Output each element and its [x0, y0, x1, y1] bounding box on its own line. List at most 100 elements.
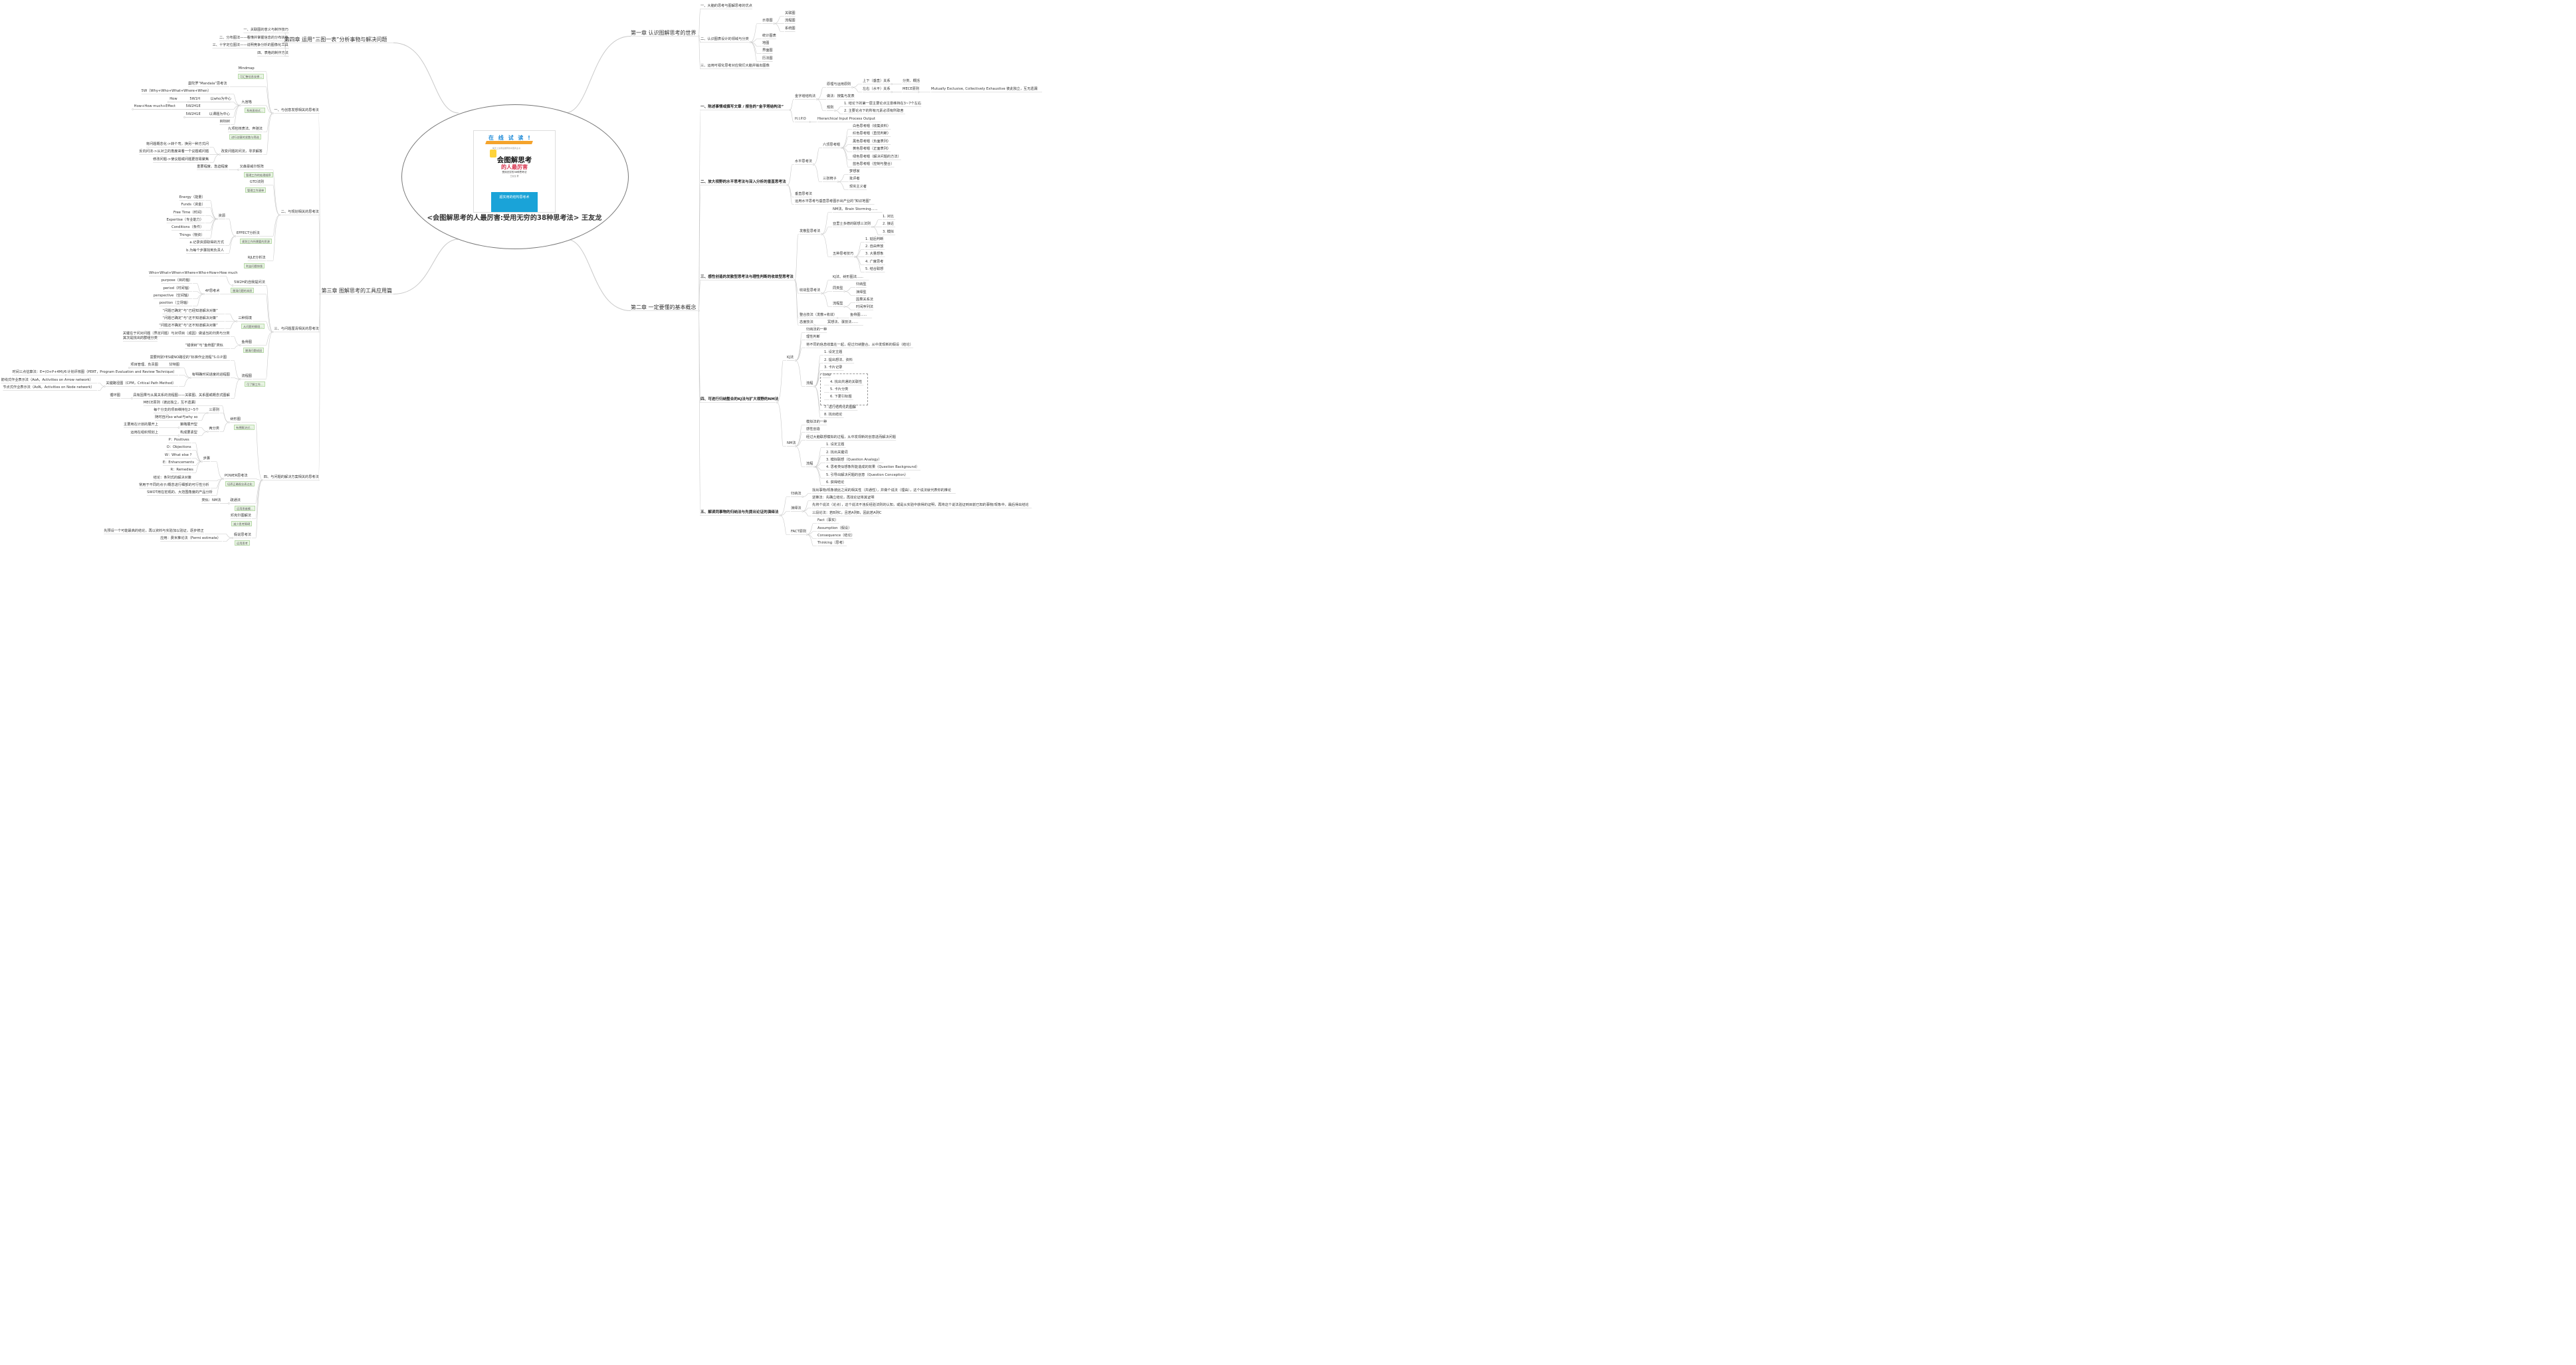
node-c3-4a3b[interactable]: 构成要素型 [180, 431, 197, 435]
node-s2a1b[interactable]: 红色思考帽（直觉判断） [853, 132, 891, 136]
node-c3-1c2[interactable]: How [169, 97, 177, 102]
node-c3-4b[interactable]: POWER思考法 [224, 474, 248, 478]
node-s1b1[interactable]: Hierarchical Input Process Output [817, 117, 875, 122]
junction-c3_2c[interactable] [234, 235, 237, 237]
node-s4[interactable]: 四、可进行归纳整合的KJ法与扩大视野的NM法 [700, 397, 779, 401]
junction-s5c[interactable] [805, 534, 808, 536]
junction-s3[interactable] [794, 279, 796, 281]
node-c3-4b3[interactable]: 常用于不同的点子/概念进行细部的可行性分析 [139, 483, 209, 488]
node-c3-4c1[interactable]: 类似：NM法 [201, 498, 221, 503]
node-c3-1[interactable]: 一、与创意发想相关的思考法 [274, 108, 319, 113]
node-c3-4e1[interactable]: 先预设一个可能最高的结论，再以资料与实验加以验证，逐步修正 [104, 529, 204, 534]
node-s4a4f[interactable]: 6. 下更引标题 [830, 395, 852, 399]
node-s5c1[interactable]: Fact（事实） [817, 518, 839, 523]
node-c3-4a3a[interactable]: 策略展开型 [180, 423, 197, 427]
node-c3-1e2[interactable]: 反向问法->从对立的角度来看一个议题或问题 [139, 150, 209, 154]
node-s2a1a[interactable]: 白色思考帽（收集资料） [853, 124, 891, 129]
node-s2a1f[interactable]: 蓝色思考帽（控制与整合） [853, 162, 895, 167]
junction-s2a1[interactable] [840, 147, 843, 149]
node-c3-1c3a[interactable]: 5W2H1E [185, 104, 201, 109]
node-c3-4d[interactable]: 邓克尔图解法 [230, 514, 251, 518]
node-c3-3b2[interactable]: period（时间轴） [163, 286, 191, 291]
node-c1[interactable]: 第一章 认识图解思考的世界 [631, 29, 697, 36]
node-c3-3a1[interactable]: Who+What+When+Where+Who+How+How much [149, 271, 238, 276]
node-s3a3d[interactable]: 4. 广度思考 [865, 260, 884, 264]
junction-c3_3e2[interactable] [189, 377, 192, 379]
node-c1-2e[interactable]: 历法图 [762, 56, 773, 61]
junction-s4a[interactable] [794, 360, 797, 362]
junction-c3_4[interactable] [261, 479, 264, 481]
node-s5c[interactable]: FACT原则 [791, 530, 807, 534]
node-s1a1b1[interactable]: MECE原则 [903, 87, 920, 92]
junction-s2[interactable] [786, 184, 789, 186]
node-c3-4a2b[interactable]: 随时自问so what与why so [155, 415, 198, 420]
node-s3a3[interactable]: 五种思考技巧 [833, 252, 854, 257]
junction-s1a1[interactable] [851, 86, 853, 88]
node-s2a2a[interactable]: 梦想家 [849, 169, 860, 174]
node-s2a2b[interactable]: 批评者 [849, 177, 860, 181]
node-s4b[interactable]: NM法 [787, 441, 796, 446]
node-s2a1e[interactable]: 绿色思考帽（解决问题的方法） [853, 155, 901, 159]
node-c3-4b4[interactable]: SWOT用在宏观的、大范围角度的产品分析 [147, 490, 213, 495]
junction-c3_2[interactable] [278, 214, 281, 216]
junction-c3_1c3[interactable] [132, 108, 134, 110]
junction-c3_1c2a[interactable] [187, 101, 189, 103]
node-c3-2c1d[interactable]: Expertise（专业能力） [166, 218, 204, 223]
junction-s5b[interactable] [802, 510, 804, 512]
node-s4a4[interactable]: 流程 [806, 381, 813, 386]
node-s3b2[interactable]: 同类型 [833, 286, 843, 291]
junction-s4b[interactable] [794, 445, 797, 447]
node-c3-3e2c1[interactable]: 箭线式作业表示法（AoA，Activities on Arrow network… [1, 378, 93, 383]
junction-s4[interactable] [776, 401, 778, 403]
junction-s2a[interactable] [812, 163, 815, 165]
node-c3-3e3[interactable]: 具有因果与从属关系的流程图——关联图、关系图或概念式图解 [133, 393, 230, 398]
node-s3[interactable]: 三、感性创造的发散型思考法与理性判断的收敛型思考法 [700, 274, 794, 279]
junction-c3_4c[interactable] [228, 502, 230, 504]
node-s4b4b[interactable]: 2. 找出关键词 [826, 451, 848, 455]
junction-s3b2[interactable] [843, 290, 845, 292]
node-c3-2c1e[interactable]: Conditions（条件） [171, 225, 204, 230]
node-c3-1e[interactable]: 改变问题的问法，寻求解答 [221, 150, 263, 154]
node-s4b2[interactable]: 感性创造 [806, 427, 820, 432]
node-s3c1[interactable]: 鱼骨图...... [850, 313, 867, 318]
node-s3a[interactable]: 发散型思考法 [800, 229, 821, 234]
node-s4a4h[interactable]: 8. 找出结论 [824, 413, 843, 417]
node-c3-4a3[interactable]: 两分类 [209, 427, 219, 431]
node-s5b3[interactable]: 三段论法：若B则C，且若A则B，因此若A则C [812, 511, 882, 516]
junction-s3a2[interactable] [871, 226, 873, 228]
node-c1-2d[interactable]: 界面图 [762, 49, 773, 53]
node-c3-2b[interactable]: GTD法则 [249, 180, 265, 185]
node-s4a1[interactable]: 归纳法的一种 [806, 328, 827, 332]
node-s4a4d[interactable]: 4. 找出共通的关联性 [830, 380, 863, 385]
node-s3b3b[interactable]: 时间序列法 [856, 305, 873, 310]
node-c3-1c2a[interactable]: 5W1H [189, 97, 200, 102]
node-s3d[interactable]: 态度技法 [800, 320, 813, 325]
junction-c3_4a2[interactable] [207, 412, 209, 414]
node-c3-3e3a[interactable]: 循环图 [110, 393, 120, 398]
node-c3-3b4[interactable]: position（立场轴） [159, 301, 191, 306]
junction-c3_2a[interactable] [237, 169, 239, 171]
node-c3-3d1[interactable]: 关键在于问对问题（界定问题）与对项目（成因）做适当的归类与分类 [122, 332, 230, 336]
node-s4b4d[interactable]: 4. 思考类似想象所能造成的效果（Question Background） [826, 465, 920, 470]
node-c3-3d1b[interactable]: 其次是找出的群组分类 [123, 336, 158, 341]
node-c3-2c3[interactable]: b.为每个步骤找到负责人 [186, 249, 224, 253]
node-s1a1b2[interactable]: Mutually Exclusive, Collectively Exhaust… [931, 87, 1037, 92]
node-c3-1e3[interactable]: 修改问题->使议题或问题更容易聚焦 [153, 158, 209, 162]
node-c3-3d[interactable]: 鱼骨图 [241, 340, 252, 345]
node-s5a1[interactable]: 找出事物/现象彼此之间的相关性（共通性），并做个说法（理由），这个说法就代表你的… [812, 488, 952, 493]
node-s4b4a[interactable]: 1. 设定主题 [826, 443, 845, 447]
node-c3-4b1a[interactable]: P：Positives [168, 438, 189, 443]
node-c3-3e2c[interactable]: 关键路径图（CPM，Critical Path Method） [106, 381, 176, 386]
junction-c3_4b[interactable] [222, 478, 225, 480]
node-s2a1d[interactable]: 黄色思考帽（正面表列） [853, 147, 891, 152]
junction-c3_3[interactable] [272, 331, 274, 333]
node-s3a3a[interactable]: 1. 延后判断 [865, 237, 884, 242]
junction-c3_1e[interactable] [219, 154, 221, 156]
junction-c1[interactable] [698, 35, 700, 37]
node-s4a3[interactable]: 将不同的信息收集在一起，经过归纳整合，从中发现新的假设（结论） [806, 343, 913, 348]
junction-s1a1a[interactable] [891, 83, 893, 85]
node-s1a1b[interactable]: 左右（水平）关系 [863, 87, 891, 92]
node-s1a1[interactable]: 原理与运用原则 [827, 82, 851, 87]
junction-c1_2a[interactable] [773, 23, 775, 25]
junction-c3_3a[interactable] [231, 284, 234, 286]
